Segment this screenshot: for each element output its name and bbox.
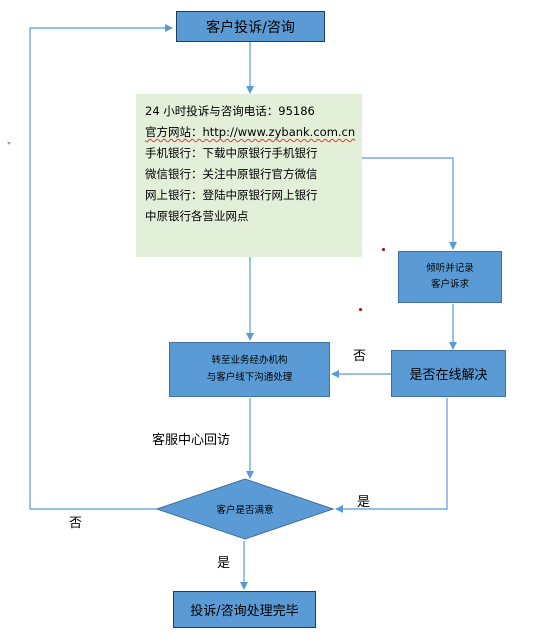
end-node: 投诉/咨询处理完毕 — [173, 591, 316, 628]
record-node: 倾听并记录 客户诉求 — [398, 251, 502, 303]
start-node: 客户投诉/咨询 — [176, 11, 325, 42]
satisfied-decision-label: 客户是否满意 — [216, 505, 274, 516]
info-branches: 中原银行各营业网点 — [145, 209, 249, 223]
info-wechat-bank: 微信银行：关注中原银行官方微信 — [145, 167, 318, 181]
satisfied-decision-label-wrap: 客户是否满意 — [185, 498, 305, 520]
info-website: 官方网站：http://www.zybank.com.cn — [145, 122, 362, 143]
transfer-node: 转至业务经办机构 与客户线下沟通处理 — [169, 342, 330, 397]
online-decision-node: 是否在线解决 — [391, 350, 506, 397]
online-decision-label: 是否在线解决 — [409, 368, 488, 383]
info-hotline: 24 小时投诉与咨询电话：95186 — [145, 104, 315, 118]
info-online-bank: 网上银行：登陆中原银行网上银行 — [145, 188, 318, 202]
record-line-1: 倾听并记录 — [426, 262, 474, 274]
satisfied-diamond-shape — [155, 478, 335, 540]
info-website-text: 官方网站：http://www.zybank.com.cn — [145, 125, 356, 139]
red-dot-marker — [359, 308, 362, 311]
contact-info-box: 24 小时投诉与咨询电话：95186 官方网站：http://www.zyban… — [136, 94, 362, 257]
record-line-2: 客户诉求 — [430, 279, 469, 290]
arrow-satisfied-no-to-start — [29, 24, 173, 510]
transfer-line-1: 转至业务经办机构 — [211, 355, 288, 367]
arrow-info-to-record — [362, 157, 457, 250]
red-dot-marker — [382, 248, 385, 251]
label-online-no: 否 — [353, 349, 367, 364]
transfer-line-2: 与客户线下沟通处理 — [206, 371, 293, 383]
label-online-yes: 是 — [357, 495, 371, 510]
end-node-label: 投诉/咨询处理完毕 — [190, 604, 299, 619]
arrow-online-yes-to-satisfied — [335, 398, 448, 513]
label-satisfied-no: 否 — [69, 516, 83, 531]
label-callback: 客服中心回访 — [152, 433, 231, 448]
start-node-label: 客户投诉/咨询 — [206, 19, 295, 36]
info-mobile-bank: 手机银行：下载中原银行手机银行 — [145, 146, 318, 160]
label-satisfied-yes: 是 — [217, 556, 231, 571]
edge-marker-icon — [7, 142, 11, 145]
